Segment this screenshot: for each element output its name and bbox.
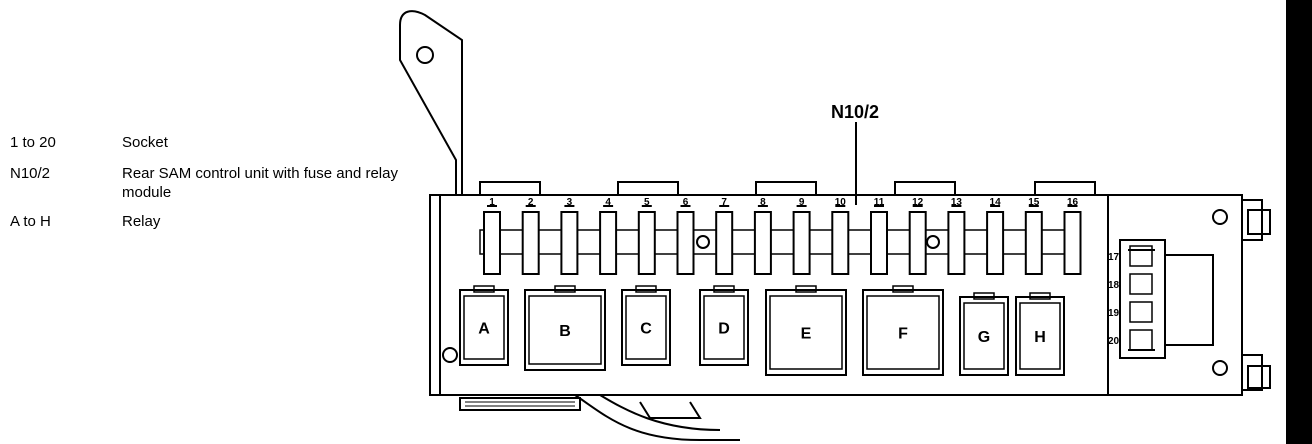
side-socket-20 bbox=[1129, 329, 1153, 351]
relay-label: B bbox=[559, 323, 571, 340]
side-socket-labels: 17 18 19 20 bbox=[1108, 252, 1120, 347]
fuse-slot-12 bbox=[908, 211, 927, 275]
fuse-slot-8 bbox=[753, 211, 772, 275]
edge-bar bbox=[1286, 0, 1312, 444]
fuse-number-label: 4 bbox=[605, 197, 611, 208]
fuse-slots bbox=[483, 205, 1082, 275]
legend-desc: Rear SAM control unit with fuse and rela… bbox=[122, 165, 398, 201]
relay-b: B bbox=[524, 285, 606, 371]
fuse-number-label: 2 bbox=[528, 197, 534, 208]
fuse-number-label: 11 bbox=[874, 197, 885, 208]
legend-desc: Relay bbox=[122, 213, 161, 230]
fuse-number-label: 7 bbox=[721, 197, 727, 208]
fuse-slot-9 bbox=[792, 211, 811, 275]
fuse-number-label: 14 bbox=[990, 197, 1002, 208]
fuse-slot-11 bbox=[870, 211, 888, 275]
legend-term: 1 to 20 bbox=[10, 134, 56, 151]
fuse-number-label: 16 bbox=[1067, 197, 1079, 208]
module-label: N10/2 bbox=[831, 102, 879, 122]
legend-term: N10/2 bbox=[10, 165, 51, 182]
relay-e: E bbox=[765, 285, 847, 376]
fuse-number-label: 12 bbox=[912, 197, 924, 208]
fuse-number-label: 5 bbox=[644, 197, 650, 208]
side-sockets bbox=[1129, 245, 1153, 351]
fuse-number-label: 10 bbox=[835, 197, 847, 208]
fuse-number-label: 9 bbox=[799, 197, 805, 208]
fuse-slot-15 bbox=[1024, 211, 1043, 275]
fuse-slot-13 bbox=[947, 211, 966, 275]
side-socket-label: 19 bbox=[1108, 308, 1120, 319]
fuse-slot-2 bbox=[521, 211, 540, 275]
relay-h: H bbox=[1015, 292, 1065, 376]
fuse-number-label: 8 bbox=[760, 197, 766, 208]
fuse-slot-4 bbox=[599, 211, 618, 275]
relay-label: G bbox=[978, 329, 990, 346]
fuse-number-label: 15 bbox=[1028, 197, 1040, 208]
side-socket-19 bbox=[1129, 301, 1153, 323]
fuse-number-label: 1 bbox=[489, 197, 495, 208]
legend-desc: Socket bbox=[122, 134, 168, 151]
fuse-slot-14 bbox=[986, 211, 1005, 275]
relay-blocks: A B C D E F G H bbox=[459, 285, 1065, 376]
relay-c: C bbox=[621, 285, 671, 366]
relay-label: D bbox=[718, 321, 730, 338]
fuse-number-label: 13 bbox=[951, 197, 963, 208]
legend-row-relays: A to H Relay bbox=[10, 212, 400, 231]
fuse-slot-7 bbox=[715, 211, 734, 275]
side-socket-17 bbox=[1129, 245, 1153, 267]
legend-row-sockets: 1 to 20 Socket bbox=[10, 133, 400, 152]
housing-clips bbox=[479, 181, 1096, 195]
fuse-slot-1 bbox=[483, 211, 501, 275]
fuse-slot-10 bbox=[831, 211, 850, 275]
relay-g: G bbox=[959, 292, 1009, 376]
legend-row-control-unit: N10/2 Rear SAM control unit with fuse an… bbox=[10, 164, 400, 202]
side-socket-label: 18 bbox=[1108, 280, 1120, 291]
side-socket-label: 20 bbox=[1108, 336, 1120, 347]
legend-term: A to H bbox=[10, 213, 51, 230]
fuse-slot-3 bbox=[560, 211, 579, 275]
side-socket-label: 17 bbox=[1108, 252, 1120, 263]
relay-label: E bbox=[801, 326, 812, 343]
relay-d: D bbox=[699, 285, 749, 366]
relay-label: H bbox=[1034, 329, 1046, 346]
side-socket-18 bbox=[1129, 273, 1153, 295]
relay-f: F bbox=[862, 285, 944, 376]
relay-label: F bbox=[898, 326, 908, 343]
fuse-slot-5 bbox=[637, 211, 656, 275]
relay-label: A bbox=[478, 321, 490, 338]
fuse-number-label: 3 bbox=[567, 197, 573, 208]
fuse-slot-16 bbox=[1063, 211, 1082, 275]
fuse-number-label: 6 bbox=[683, 197, 689, 208]
legend: 1 to 20 Socket N10/2 Rear SAM control un… bbox=[10, 133, 400, 243]
fuse-slot-6 bbox=[676, 211, 695, 275]
relay-a: A bbox=[459, 285, 509, 366]
relay-label: C bbox=[640, 321, 652, 338]
